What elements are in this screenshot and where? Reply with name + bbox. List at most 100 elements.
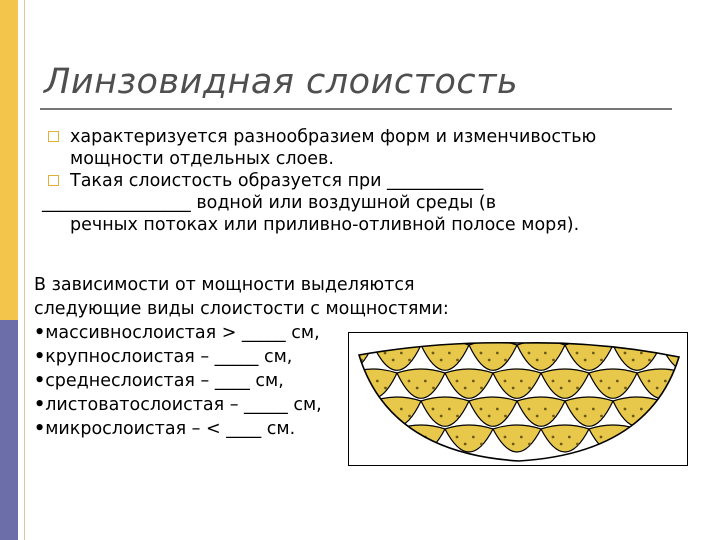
lens-speckle	[384, 442, 387, 446]
lens-shape	[685, 369, 687, 398]
lens-speckle	[631, 358, 635, 362]
lens-speckle	[399, 407, 403, 411]
lens-speckle	[504, 414, 507, 418]
lens-shape	[516, 396, 566, 427]
lens-speckle	[407, 379, 411, 383]
type-bullet: •	[34, 395, 46, 415]
lens-speckle	[375, 379, 379, 383]
lens-speckle	[624, 442, 627, 446]
bullet-1: характеризуется разнообразием форм и изм…	[48, 126, 688, 148]
lens-speckle	[391, 358, 395, 362]
lens-shape	[444, 424, 494, 453]
type-bullet: •	[34, 419, 46, 439]
lens-shape	[636, 424, 679, 453]
type-bullet: •	[34, 371, 46, 391]
lens-shape	[468, 396, 518, 427]
lens-speckle	[615, 379, 619, 383]
type-item: •листоватослоистая – _____ см,	[34, 393, 449, 417]
lens-speckle	[495, 351, 499, 355]
lens-speckle	[551, 379, 555, 383]
square-bullet-icon	[48, 175, 59, 186]
lens-shape	[540, 368, 590, 399]
lens-speckle	[359, 435, 363, 439]
lens-speckle	[567, 435, 571, 439]
lens-speckle	[503, 379, 507, 383]
lens-speckle	[624, 386, 627, 390]
lens-speckle	[487, 358, 491, 362]
lens-speckle	[559, 386, 563, 390]
lens-shape	[540, 424, 590, 453]
type-item-text: микрослоистая – < ____ см.	[45, 419, 296, 439]
lens-speckle	[599, 435, 603, 439]
lens-speckle	[591, 407, 595, 411]
lens-speckle	[415, 386, 419, 390]
lens-speckle	[375, 435, 379, 439]
lens-speckle	[663, 379, 667, 383]
lens-speckle	[480, 442, 483, 446]
lens-speckle	[519, 435, 523, 439]
lens-speckle	[511, 442, 515, 446]
lens-speckle	[607, 442, 611, 446]
lens-speckle	[680, 359, 683, 362]
lens-speckle	[456, 414, 459, 418]
lens-speckle	[367, 386, 371, 390]
lens-speckle	[383, 407, 387, 411]
side-accent-purple	[0, 320, 18, 540]
lens-speckle	[680, 415, 683, 418]
type-item: •массивнослоистая > _____ см,	[34, 321, 449, 345]
lens-speckle	[447, 407, 451, 411]
lens-speckle	[407, 435, 411, 439]
lens-layers-drawing	[352, 341, 687, 462]
lens-speckle	[463, 386, 467, 390]
lens-speckle	[456, 358, 459, 362]
lens-shape	[372, 342, 422, 371]
lens-speckle	[583, 358, 587, 362]
lens-speckle	[479, 351, 483, 355]
bullet-2-line-3: речных потоках или приливно-отливной пол…	[70, 215, 580, 235]
lens-shape	[359, 424, 398, 453]
lens-shape	[420, 396, 470, 427]
lens-speckle	[647, 379, 651, 383]
bullet-1-line-2: мощности отдельных слоев.	[70, 149, 334, 169]
lens-shape	[588, 368, 638, 399]
lens-speckle	[455, 379, 459, 383]
lens-shape	[444, 368, 494, 399]
lens-speckle	[647, 435, 651, 439]
paragraph-line-1: В зависимости от мощности выделяются	[34, 275, 415, 295]
lens-speckle	[655, 442, 659, 446]
lens-speckle	[408, 358, 411, 362]
lens-speckle	[535, 358, 539, 362]
square-bullet-icon	[48, 131, 59, 142]
lens-speckle	[599, 379, 603, 383]
lens-shape	[359, 342, 374, 371]
lens-speckle	[495, 407, 499, 411]
lens-speckle	[600, 358, 603, 362]
bullet-2-line-2: _________________ водной или воздушной с…	[42, 193, 497, 213]
lens-shape	[516, 342, 566, 371]
lens-speckle	[631, 414, 635, 418]
lens-speckle	[552, 414, 555, 418]
type-item: •среднеслоистая – ____ см,	[34, 369, 449, 393]
lens-speckle	[543, 351, 547, 355]
title-underline	[40, 108, 672, 110]
lens-speckle	[439, 414, 443, 418]
lens-speckle	[559, 442, 563, 446]
lens-speckle	[527, 351, 531, 355]
lens-speckle	[671, 407, 675, 411]
side-divider	[24, 0, 25, 540]
lens-speckle	[352, 352, 355, 355]
lens-speckle	[672, 386, 675, 390]
lens-speckle	[431, 407, 435, 411]
lens-speckle	[552, 358, 555, 362]
lens-speckle	[543, 407, 547, 411]
lens-speckle	[431, 351, 435, 355]
bullet-list: характеризуется разнообразием форм и изм…	[42, 126, 688, 236]
lens-speckle	[384, 386, 387, 390]
lens-shape	[396, 424, 446, 453]
lens-speckle	[519, 379, 523, 383]
lens-speckle	[511, 386, 515, 390]
lens-shape	[492, 424, 542, 453]
type-item-text: листоватослоистая – _____ см,	[45, 395, 322, 415]
type-item-text: массивнослоистая > _____ см,	[45, 323, 320, 343]
lens-shape	[359, 396, 374, 427]
